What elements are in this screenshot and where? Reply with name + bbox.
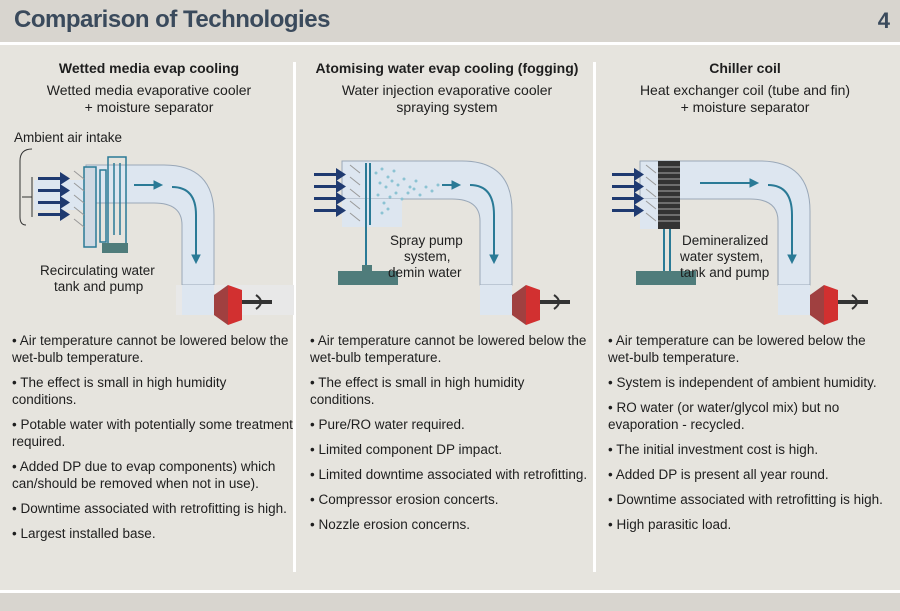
- coil-block: [658, 161, 680, 229]
- subtitle-line: + moisture separator: [680, 99, 810, 115]
- pump-label-line3: demin water: [388, 265, 462, 280]
- bullet-item: Added DP due to evap components) which c…: [12, 458, 294, 492]
- system-label-line2: water system,: [679, 249, 763, 264]
- flow-arrows: [442, 180, 499, 265]
- pump-base: [636, 271, 696, 285]
- footer-divider: [0, 590, 900, 593]
- column-title: Wetted media evap cooling: [58, 60, 240, 76]
- turbine-icon: [214, 285, 272, 325]
- bullet-item: Potable water with potentially some trea…: [12, 416, 294, 450]
- chiller-coil-diagram: Demineralized water system, tank and pum…: [612, 160, 868, 325]
- tank-label-line2: tank and pump: [54, 279, 143, 294]
- intake-brace: [22, 177, 33, 217]
- turbine-icon: [512, 285, 570, 325]
- system-label-line1: Demineralized: [682, 233, 768, 248]
- bullet-item: High parasitic load.: [608, 516, 890, 533]
- header-divider: [0, 42, 900, 45]
- bullet-list: Air temperature cannot be lowered below …: [12, 332, 294, 550]
- duct-inlet-lower: [342, 199, 402, 227]
- fogging-diagram: Spray pump system, demin water: [314, 160, 570, 325]
- bullet-item: Largest installed base.: [12, 525, 294, 542]
- bullet-item: The effect is small in high humidity con…: [12, 374, 294, 408]
- bullet-list: Air temperature cannot be lowered below …: [310, 332, 592, 541]
- louvers: [73, 170, 85, 228]
- intake-bracket: [19, 148, 33, 226]
- subtitle-line: Water injection evaporative cooler: [341, 82, 553, 98]
- tank-label-line1: Recirculating water: [40, 263, 155, 278]
- flow-arrows: [134, 180, 201, 265]
- bullet-item: Air temperature can be lowered below the…: [608, 332, 890, 366]
- column-subtitle: Heat exchanger coil (tube and fin) + moi…: [600, 82, 890, 116]
- flow-arrows: [700, 178, 797, 265]
- bullet-item: Limited component DP impact.: [310, 441, 592, 458]
- louvers: [645, 164, 657, 222]
- column-wetted-media: Wetted media evap cooling Wetted media e…: [4, 50, 294, 580]
- subtitle-line: Wetted media evaporative cooler: [46, 82, 252, 98]
- bullet-item: System is independent of ambient humidit…: [608, 374, 890, 391]
- bullet-item: Air temperature cannot be lowered below …: [12, 332, 294, 366]
- header-bar: Comparison of Technologies 4: [0, 0, 900, 42]
- duct-outlet: [182, 285, 214, 315]
- media-pad: [83, 156, 128, 253]
- column-title: Chiller coil: [709, 60, 781, 76]
- bullet-item: Downtime associated with retrofitting is…: [608, 491, 890, 508]
- column-title: Atomising water evap cooling (fogging): [315, 60, 579, 76]
- wetted-media-diagram: Ambient air intake: [14, 130, 294, 325]
- bullet-item: Pure/RO water required.: [310, 416, 592, 433]
- inlet-arrows: [314, 168, 346, 217]
- system-label-line3: tank and pump: [680, 265, 769, 280]
- bullet-item: Limited downtime associated with retrofi…: [310, 466, 592, 483]
- column-fogging: Atomising water evap cooling (fogging) W…: [302, 50, 592, 580]
- subtitle-line: + moisture separator: [84, 99, 214, 115]
- column-chiller-coil: Chiller coil Heat exchanger coil (tube a…: [600, 50, 890, 580]
- footer-bar: [0, 593, 900, 611]
- spray-nozzles: [365, 163, 440, 275]
- bullet-item: Compressor erosion concerts.: [310, 491, 592, 508]
- duct-outlet: [480, 285, 512, 315]
- intake-label: Ambient air intake: [14, 130, 122, 145]
- column-subtitle: Wetted media evaporative cooler + moistu…: [4, 82, 294, 116]
- pump-box: [362, 265, 372, 273]
- subtitle-line: Heat exchanger coil (tube and fin): [639, 82, 851, 98]
- page-title: Comparison of Technologies: [14, 6, 330, 33]
- bullet-item: Added DP is present all year round.: [608, 466, 890, 483]
- bullet-item: Air temperature cannot be lowered below …: [310, 332, 592, 366]
- column-divider-1: [293, 62, 296, 572]
- pump-label-line2: system,: [404, 249, 451, 264]
- bullet-item: The initial investment cost is high.: [608, 441, 890, 458]
- bullet-item: The effect is small in high humidity con…: [310, 374, 592, 408]
- inlet-arrows: [612, 168, 644, 217]
- page-number: 4: [877, 8, 890, 33]
- bullet-list: Air temperature can be lowered below the…: [608, 332, 890, 541]
- bullet-item: Downtime associated with retrofitting is…: [12, 500, 294, 517]
- duct-outlet: [778, 285, 810, 315]
- subtitle-line: spraying system: [396, 99, 498, 115]
- pump-base: [338, 271, 398, 285]
- bullet-item: Nozzle erosion concerns.: [310, 516, 592, 533]
- pump-label-line1: Spray pump: [390, 233, 463, 248]
- bullet-item: RO water (or water/glycol mix) but no ev…: [608, 399, 890, 433]
- column-divider-2: [593, 62, 596, 572]
- inlet-arrows: [38, 172, 70, 221]
- louvers: [349, 164, 361, 222]
- turbine-icon: [810, 285, 868, 325]
- column-subtitle: Water injection evaporative cooler spray…: [302, 82, 592, 116]
